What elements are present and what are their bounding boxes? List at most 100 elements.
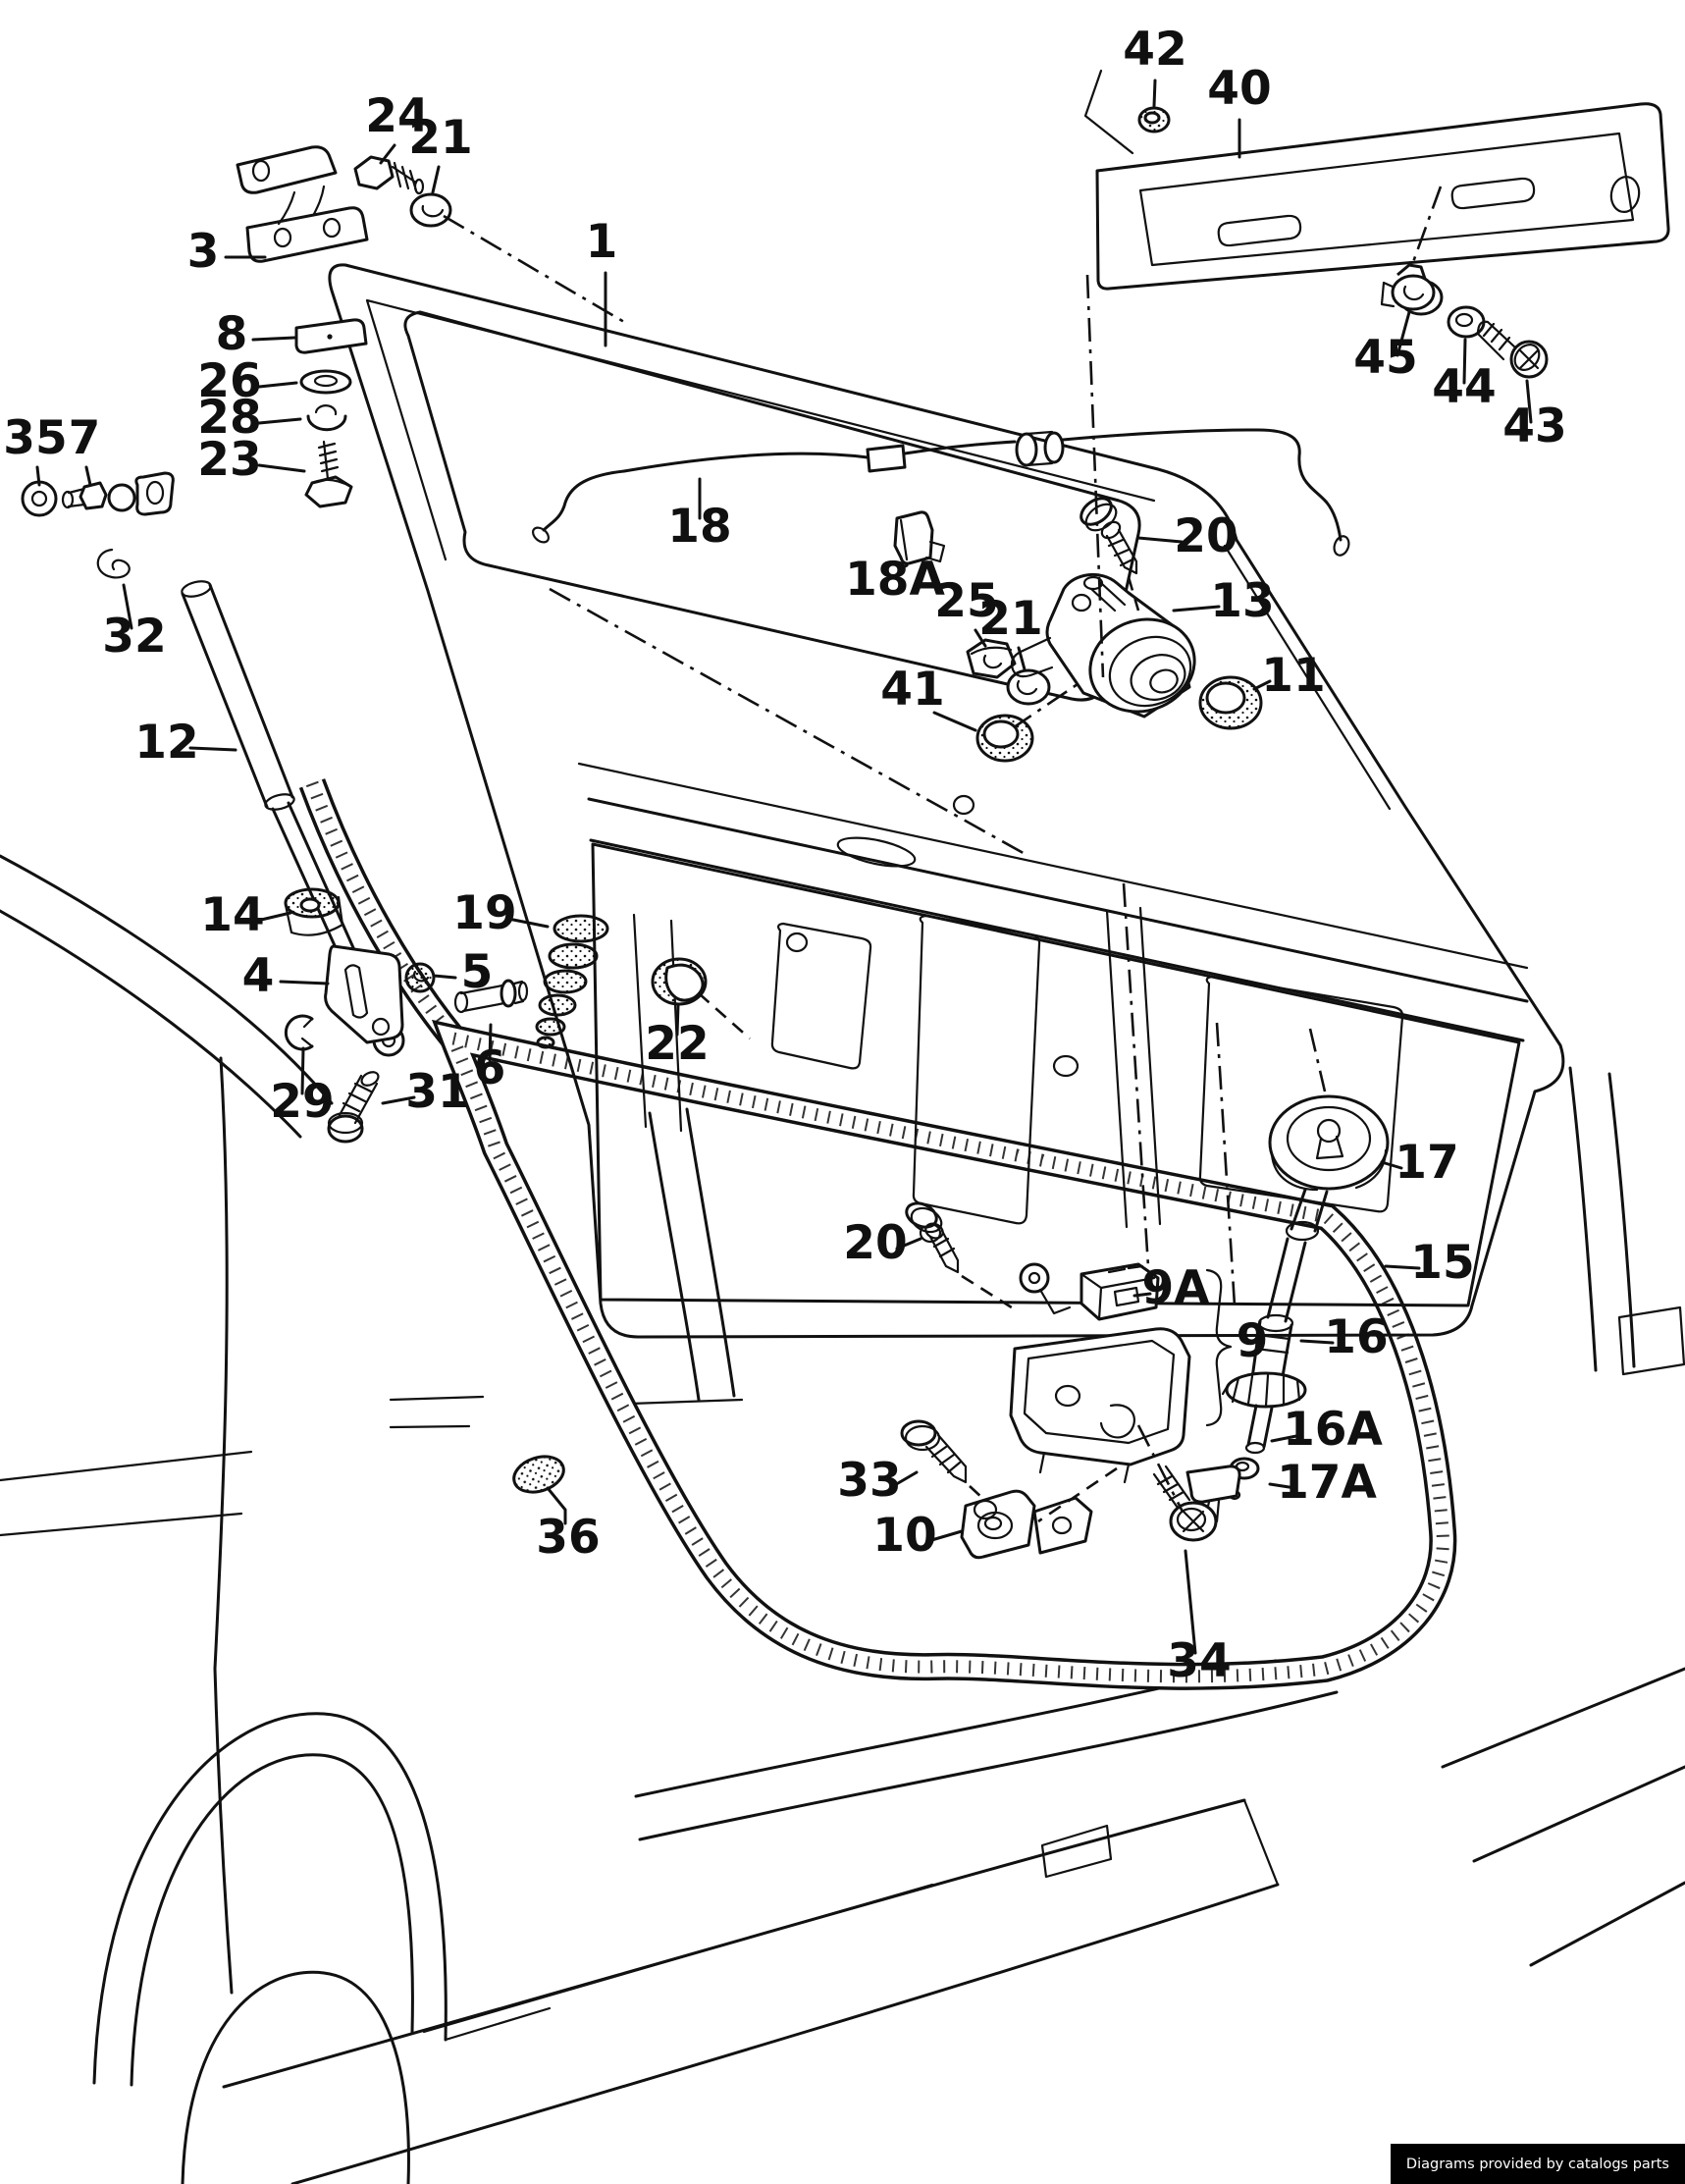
car-body bbox=[0, 854, 1685, 2184]
part-label-31[interactable]: 31 bbox=[405, 1065, 469, 1119]
part-label-25[interactable]: 25 bbox=[934, 574, 998, 628]
watermark-bar: Diagrams provided by catalogs parts bbox=[1390, 2144, 1685, 2184]
leader-line-29 bbox=[300, 1046, 305, 1095]
part-label-29[interactable]: 29 bbox=[270, 1075, 334, 1129]
leader-line-26 bbox=[257, 381, 298, 389]
leader-line-24 bbox=[379, 143, 396, 165]
part-label-19[interactable]: 19 bbox=[452, 886, 516, 940]
part-label-18[interactable]: 18 bbox=[667, 500, 731, 554]
leader-line-12 bbox=[188, 746, 237, 752]
part-label-44[interactable]: 44 bbox=[1432, 360, 1496, 414]
leader-line-22 bbox=[675, 1003, 680, 1037]
part-label-36[interactable]: 36 bbox=[536, 1511, 600, 1565]
leader-line-43 bbox=[1525, 379, 1533, 424]
leader-line-32 bbox=[122, 583, 133, 630]
part-label-4[interactable]: 4 bbox=[242, 949, 275, 1003]
gas-strut-assembly bbox=[21, 471, 529, 1144]
license-plate-bracket-group bbox=[1083, 69, 1670, 379]
alignment-lines bbox=[443, 214, 1105, 858]
part-label-22[interactable]: 22 bbox=[645, 1017, 709, 1071]
leader-line-18A bbox=[897, 563, 909, 571]
part-label-33[interactable]: 33 bbox=[837, 1454, 901, 1508]
leader-line-16 bbox=[1299, 1339, 1335, 1345]
leader-line-25 bbox=[974, 628, 987, 648]
part-label-14[interactable]: 14 bbox=[200, 888, 264, 942]
part-label-12[interactable]: 12 bbox=[134, 716, 198, 770]
leader-line-17A bbox=[1268, 1482, 1297, 1490]
part-label-35[interactable]: 35 bbox=[3, 411, 67, 465]
part-label-16A[interactable]: 16A bbox=[1283, 1403, 1383, 1457]
leader-line-31 bbox=[381, 1095, 416, 1105]
part-label-1[interactable]: 1 bbox=[586, 215, 618, 269]
part-label-26[interactable]: 26 bbox=[197, 354, 261, 408]
part-label-9[interactable]: 9 bbox=[1237, 1314, 1269, 1368]
leader-line-20 bbox=[1136, 536, 1184, 544]
leader-line-36 bbox=[546, 1486, 567, 1525]
release-cable-18 bbox=[532, 428, 1350, 565]
leader-line-6 bbox=[488, 1023, 493, 1062]
leader-line-5 bbox=[432, 974, 457, 980]
hinge-assembly bbox=[236, 145, 452, 508]
latch-group bbox=[900, 1022, 1237, 1560]
part-label-15[interactable]: 15 bbox=[1410, 1236, 1474, 1290]
part-label-28[interactable]: 28 bbox=[197, 391, 261, 445]
leader-line-42 bbox=[1152, 79, 1157, 108]
part-label-3[interactable]: 3 bbox=[187, 225, 220, 279]
part-label-40[interactable]: 40 bbox=[1207, 62, 1271, 116]
part-label-43[interactable]: 43 bbox=[1502, 400, 1566, 453]
leader-line-20 bbox=[895, 1237, 922, 1251]
part-label-34[interactable]: 34 bbox=[1167, 1634, 1231, 1688]
part-label-18A[interactable]: 18A bbox=[845, 553, 945, 607]
part-label-20[interactable]: 20 bbox=[843, 1216, 907, 1270]
part-label-45[interactable]: 45 bbox=[1353, 331, 1417, 385]
part-label-9A[interactable]: 9A bbox=[1141, 1261, 1210, 1315]
leader-line-4 bbox=[279, 980, 330, 985]
tailgate-outline bbox=[328, 263, 1565, 1339]
leader-line-45 bbox=[1395, 310, 1411, 357]
leader-line-11 bbox=[1252, 679, 1272, 691]
leader-line-8 bbox=[251, 336, 296, 342]
part-label-17[interactable]: 17 bbox=[1395, 1136, 1458, 1190]
leader-line-14 bbox=[255, 911, 292, 923]
part-label-42[interactable]: 42 bbox=[1123, 23, 1186, 77]
grommet-36 bbox=[512, 1455, 565, 1494]
part-label-21[interactable]: 21 bbox=[408, 111, 472, 165]
part-label-6[interactable]: 6 bbox=[474, 1041, 506, 1095]
part-label-5[interactable]: 5 bbox=[461, 945, 494, 999]
part-label-7[interactable]: 7 bbox=[69, 411, 101, 465]
leader-line-33 bbox=[891, 1470, 919, 1488]
leader-line-28 bbox=[257, 417, 302, 425]
leader-line-21 bbox=[1017, 646, 1027, 671]
leader-line-17 bbox=[1380, 1160, 1403, 1170]
part-label-32[interactable]: 32 bbox=[102, 610, 166, 664]
part-label-20[interactable]: 20 bbox=[1174, 509, 1237, 563]
part-label-11[interactable]: 11 bbox=[1261, 649, 1325, 703]
leader-line-23 bbox=[257, 463, 306, 473]
part-label-23[interactable]: 23 bbox=[197, 433, 261, 487]
leader-line-9A bbox=[1132, 1292, 1152, 1298]
part-label-8[interactable]: 8 bbox=[216, 307, 248, 361]
bracket-9-brace bbox=[1205, 1268, 1233, 1427]
part-label-13[interactable]: 13 bbox=[1210, 574, 1274, 628]
wiper-motor-group bbox=[966, 497, 1263, 763]
buffer-19 bbox=[535, 914, 609, 1049]
leader-line-21 bbox=[431, 165, 441, 194]
leader-line-44 bbox=[1462, 338, 1467, 385]
leader-line-34 bbox=[1184, 1549, 1197, 1655]
leader-line-41 bbox=[932, 711, 977, 732]
part-label-41[interactable]: 41 bbox=[880, 663, 944, 717]
lock-cylinder-group bbox=[1185, 1028, 1390, 1525]
part-label-24[interactable]: 24 bbox=[365, 89, 429, 143]
part-label-10[interactable]: 10 bbox=[872, 1509, 936, 1563]
leader-line-35 bbox=[35, 465, 41, 487]
weatherstrip-seal bbox=[298, 778, 1457, 1690]
leader-line-10 bbox=[926, 1529, 964, 1543]
leader-line-13 bbox=[1172, 605, 1221, 613]
part-label-21[interactable]: 21 bbox=[978, 592, 1042, 646]
leader-line-7 bbox=[84, 465, 92, 487]
part-label-17A[interactable]: 17A bbox=[1277, 1456, 1377, 1510]
part-label-16[interactable]: 16 bbox=[1324, 1310, 1388, 1364]
